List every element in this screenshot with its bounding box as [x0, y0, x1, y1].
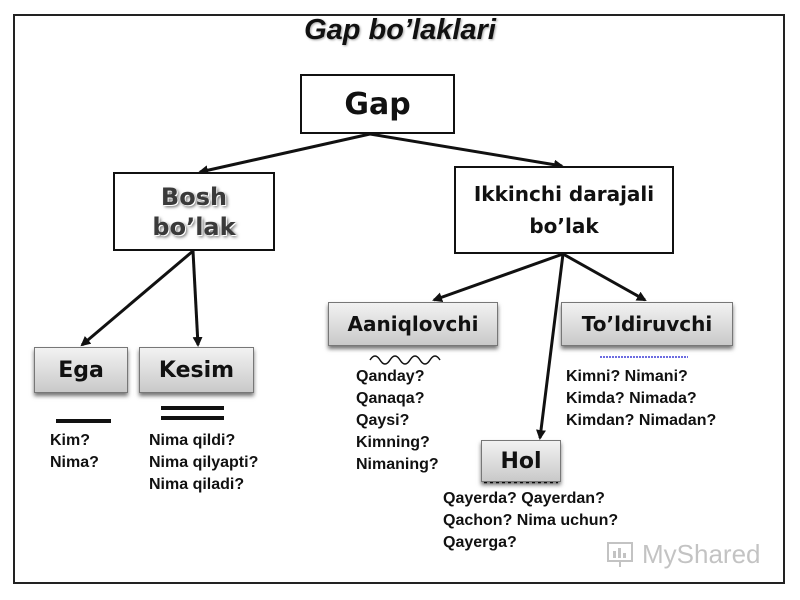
question-line: Nimaning? — [356, 456, 439, 473]
node-aaniqlovchi: Aaniqlovchi — [328, 302, 498, 346]
hol-questions: Qayerda? Qayerdan? Qachon? Nima uchun? Q… — [443, 488, 618, 554]
question-line: Nima qilyapti? — [149, 454, 259, 471]
question-line: Qanaqa? — [356, 390, 425, 407]
kesim-questions: Nima qildi? Nima qilyapti? Nima qiladi? — [149, 430, 258, 496]
node-ega: Ega — [34, 347, 128, 393]
arrow-ikkinchi-to-aaniqlovchi — [432, 252, 564, 303]
question-line: Qachon? Nima uchun? — [443, 512, 619, 529]
question-line: Kim? — [50, 432, 90, 449]
slide-frame — [13, 14, 785, 584]
node-toldiruvchi: To’ldiruvchi — [561, 302, 733, 346]
watermark: MyShared — [606, 536, 766, 572]
question-line: Nima qiladi? — [149, 476, 245, 493]
arrow-gap-to-ikkinchi — [369, 132, 564, 170]
toldiruvchi-questions: Kimni? Nimani? Kimda? Nimada? Kimdan? Ni… — [566, 366, 716, 432]
node-ikkinchi-line2: bo’lak — [529, 214, 599, 238]
node-kesim-label: Kesim — [158, 357, 235, 383]
question-line: Nima? — [50, 454, 99, 471]
question-line: Qanday? — [356, 368, 425, 385]
arrow-bosh-to-kesim — [191, 250, 203, 347]
node-bosh-line2: bo’lak — [152, 212, 236, 241]
node-toldiruvchi-label: To’ldiruvchi — [581, 312, 713, 336]
question-line: Qayerga? — [443, 534, 517, 551]
node-ikkinchi-line1: Ikkinchi darajali — [473, 182, 655, 206]
aaniqlovchi-wavy-underline — [369, 355, 441, 365]
node-bosh-bolak: Bosh bo’lak — [113, 172, 275, 251]
question-line: Qayerda? Qayerdan? — [443, 490, 605, 507]
node-hol: Hol — [481, 440, 561, 482]
node-gap: Gap — [300, 74, 455, 134]
node-ikkinchi-darajali: Ikkinchi darajali bo’lak — [454, 166, 674, 254]
question-line: Kimni? Nimani? — [566, 368, 688, 385]
arrow-ikkinchi-to-toldiruvchi — [562, 252, 647, 302]
presentation-icon — [607, 542, 633, 567]
question-line: Qaysi? — [356, 412, 410, 429]
question-line: Kimdan? Nimadan? — [566, 412, 717, 429]
arrow-gap-to-bosh — [198, 132, 371, 176]
diagram-title: Gap bo’laklari — [304, 14, 496, 46]
question-line: Kimda? Nimada? — [566, 390, 697, 407]
node-gap-label: Gap — [344, 86, 411, 122]
node-hol-label: Hol — [500, 448, 542, 474]
arrow-bosh-to-ega — [80, 249, 194, 347]
question-line: Nima qildi? — [149, 432, 236, 449]
node-kesim: Kesim — [139, 347, 254, 393]
node-ega-label: Ega — [58, 357, 104, 383]
node-bosh-line1: Bosh — [160, 182, 228, 211]
arrow-ikkinchi-to-hol — [536, 253, 565, 440]
aaniqlovchi-questions: Qanday? Qanaqa? Qaysi? Kimning? Nimaning… — [356, 366, 439, 476]
question-line: Kimning? — [356, 434, 430, 451]
ega-questions: Kim? Nima? — [50, 430, 99, 474]
watermark-text: MyShared — [642, 538, 761, 569]
node-aaniqlovchi-label: Aaniqlovchi — [347, 312, 479, 336]
